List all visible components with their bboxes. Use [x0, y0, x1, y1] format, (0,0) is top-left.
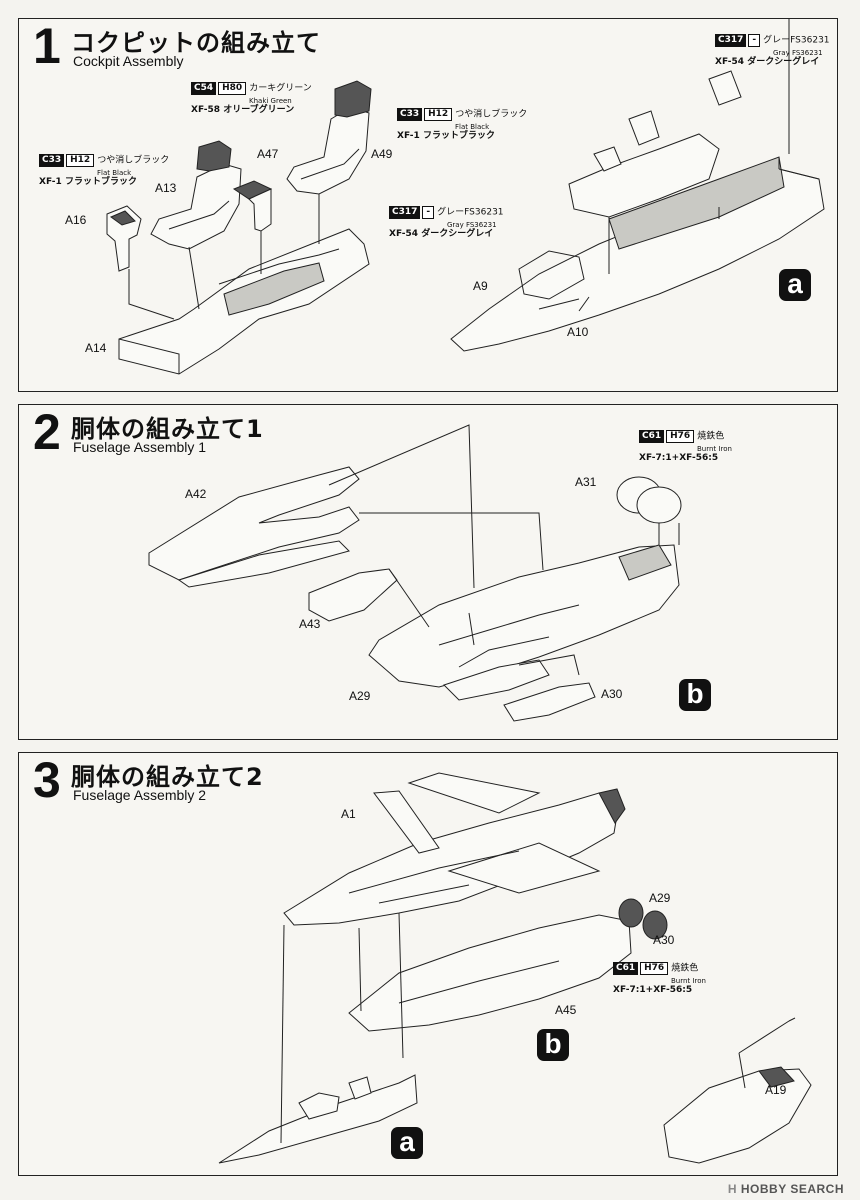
cockpit-assembly-drawing	[106, 19, 825, 375]
part-label-a43: A43	[299, 617, 321, 631]
step-number: 2	[33, 404, 61, 460]
part-label-a45: A45	[555, 1003, 577, 1017]
paint-callout-gray-fs36231-right: C317-グレーFS36231 Gray FS36231 XF-54 ダークシー…	[715, 34, 830, 68]
step-title-en: Fuselage Assembly 1	[73, 439, 207, 455]
part-label-a30: A30	[601, 687, 623, 701]
fuselage-assembly-1-drawing	[148, 424, 682, 722]
part-label-a30: A30	[653, 933, 675, 947]
sub-assembly-marker-a: a	[391, 1127, 423, 1159]
paint-callout-gray-fs36231-mid: C317-グレーFS36231 Gray FS36231 XF-54 ダークシー…	[389, 206, 504, 240]
step-title-en: Fuselage Assembly 2	[73, 787, 207, 803]
step-number: 1	[33, 18, 61, 74]
sub-assembly-marker-b: b	[537, 1029, 569, 1061]
step-1-panel: 1 コクピットの組み立て Cockpit Assembly	[18, 18, 838, 392]
sub-assembly-marker-b: b	[679, 679, 711, 711]
part-label-a47: A47	[257, 147, 279, 161]
part-label-a42: A42	[185, 487, 207, 501]
part-label-a13: A13	[155, 181, 177, 195]
part-label-a49: A49	[371, 147, 393, 161]
fuselage-assembly-2-drawing	[218, 772, 812, 1164]
sub-assembly-marker-a: a	[779, 269, 811, 301]
part-label-a14: A14	[85, 341, 107, 355]
part-label-a29: A29	[349, 689, 371, 703]
step-2-panel: 2 胴体の組み立て1 Fuselage Assembly 1 A42 A43 A…	[18, 404, 838, 740]
part-label-a31: A31	[575, 475, 597, 489]
step-title-jp: 胴体の組み立て1	[71, 415, 264, 443]
step-title-en: Cockpit Assembly	[73, 53, 184, 69]
part-label-a1: A1	[341, 807, 356, 821]
hobby-search-watermark: H HOBBY SEARCH	[728, 1182, 844, 1196]
part-label-a16: A16	[65, 213, 87, 227]
watermark-text: HOBBY SEARCH	[740, 1182, 844, 1196]
hobby-search-logo-icon: H	[727, 1182, 738, 1196]
step-3-panel: 3 胴体の組み立て2 Fuselage Assembly 2 A1 A29 A3…	[18, 752, 838, 1176]
part-label-a29: A29	[649, 891, 671, 905]
part-label-a10: A10	[567, 325, 589, 339]
part-label-a9: A9	[473, 279, 488, 293]
step-title-jp: コクピットの組み立て	[71, 29, 321, 57]
part-label-a19: A19	[765, 1083, 787, 1097]
step-number: 3	[33, 752, 61, 808]
step-title-jp: 胴体の組み立て2	[71, 763, 264, 791]
